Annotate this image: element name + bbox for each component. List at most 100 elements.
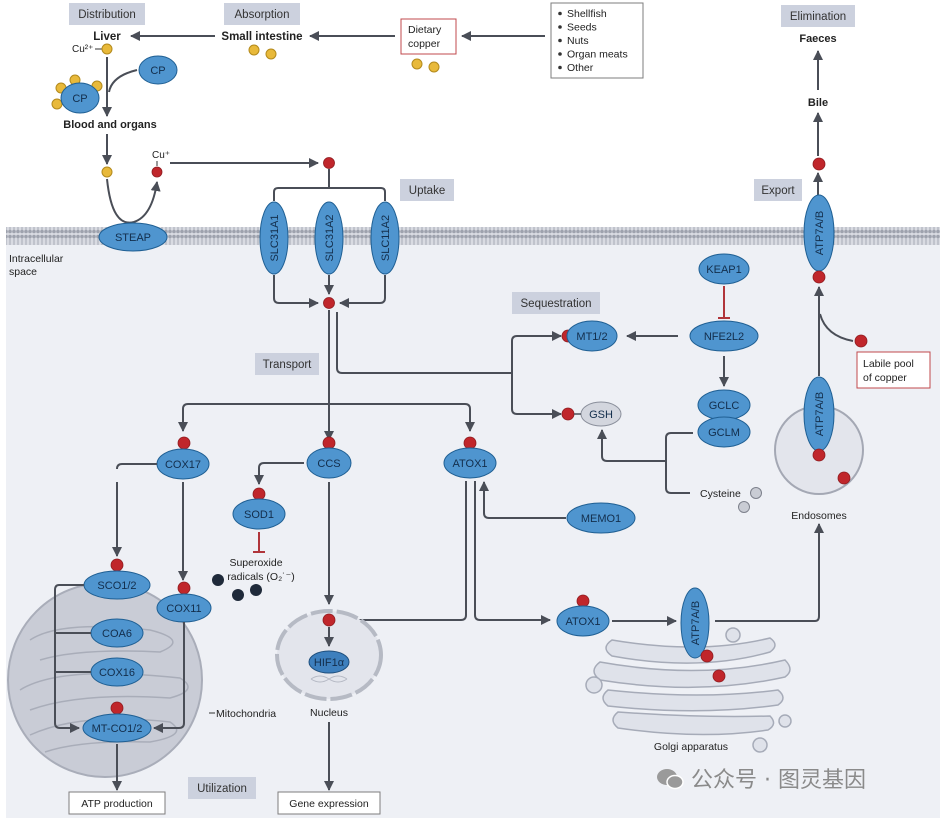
protein-gclm-label: GCLM: [708, 427, 740, 439]
cu1-ion: [463, 436, 477, 450]
cu2-ion: [51, 98, 63, 110]
arrow-cox11-to-mtco: [153, 622, 185, 733]
section-utilization: [188, 777, 256, 799]
protein-nfe2l2-label: NFE2L2: [704, 331, 744, 343]
section-distribution-label: Distribution: [78, 9, 136, 21]
cu1-label: Cu⁺: [152, 150, 170, 161]
liver-label: Liver: [93, 31, 121, 43]
protein-cox17-label: COX17: [165, 459, 201, 471]
protein-cp-loaded: [60, 82, 100, 114]
dietary-copper-label-2: copper: [408, 38, 441, 50]
protein-cp: [138, 55, 178, 85]
cu1-ion: [700, 649, 714, 663]
cu1-ion: [812, 157, 826, 171]
atp-production-label: ATP production: [81, 798, 153, 810]
labile-pool-box: [856, 351, 931, 389]
arrow-to-gsh: [511, 373, 562, 419]
protein-mtco12-label: MT-CO1/2: [92, 723, 143, 735]
protein-sco12-label: SCO1/2: [97, 580, 136, 592]
cu2-ion: [411, 58, 423, 70]
cu2-label: Cu²⁺: [72, 44, 93, 55]
protein-mt12: [566, 320, 618, 352]
gene-expression-box: [277, 791, 381, 815]
cu1-ion: [576, 594, 590, 608]
atp-production-box: [68, 791, 166, 815]
food-source-item: Organ meats: [567, 49, 628, 61]
arrow-sco-to-mtco: [54, 584, 84, 733]
section-sequestration-label: Sequestration: [521, 298, 592, 310]
cu1-ion: [561, 407, 575, 421]
cu1-ion: [110, 558, 124, 572]
superoxide-label-2: radicals (O₂˙⁻): [227, 571, 294, 583]
watermark: 公众号 · 图灵基因: [656, 762, 866, 794]
golgi-label: Golgi apparatus: [654, 741, 728, 753]
protein-coa6-label: COA6: [102, 628, 132, 640]
cu1-ion: [812, 448, 826, 462]
labile-pool-label-1: Labile pool: [863, 358, 914, 370]
mitochondria-label: Mitochondria: [216, 708, 276, 720]
transporter-slc31a1-label: SLC31A1: [269, 214, 281, 261]
steap-reduction-arc: [106, 178, 161, 224]
uptake-bracket: [273, 187, 386, 201]
bullet-icon: [558, 52, 562, 56]
cu2-ion: [265, 48, 277, 60]
arrow-slc11a2-in: [339, 275, 386, 308]
section-transport-label: Transport: [263, 359, 313, 371]
arrow-to-mt12: [511, 331, 562, 373]
endosomes-label: Endosomes: [791, 510, 846, 522]
cu2-ion: [248, 44, 260, 56]
protein-hif1a-label: HIF1α: [314, 657, 345, 669]
transporter-slc31a2: [314, 201, 344, 275]
cell-membrane: [6, 227, 940, 245]
section-elimination: [781, 5, 855, 27]
cu1-ion: [151, 166, 163, 178]
watermark-text: 公众号 · 图灵基因: [691, 768, 866, 793]
faeces-label: Faeces: [799, 33, 836, 45]
protein-ccs-label: CCS: [317, 458, 340, 470]
protein-memo1-label: MEMO1: [581, 513, 621, 525]
protein-atox1-golgi-label: ATOX1: [565, 616, 600, 628]
cu2-ion: [428, 61, 440, 73]
cu1-ion: [177, 436, 191, 450]
food-source-item: Nuts: [567, 35, 589, 47]
bile-label: Bile: [808, 97, 828, 109]
transporter-atp7ab-golgi-label: ATP7A/B: [690, 601, 702, 645]
section-absorption-label: Absorption: [235, 9, 290, 21]
trunk-to-sequestration: [336, 312, 512, 374]
golgi-apparatus: [585, 627, 792, 753]
arrow-to-gsh-synthesis: [597, 429, 666, 462]
transporter-atp7ab-endosome-label: ATP7A/B: [814, 392, 826, 436]
superoxide-radical: [212, 574, 224, 586]
cysteine-molecule: [750, 487, 762, 499]
protein-keap1: [698, 253, 750, 285]
cysteine-label: Cysteine: [700, 488, 741, 500]
protein-sod1-label: SOD1: [244, 509, 274, 521]
cu1-ion: [837, 471, 851, 485]
gene-expression-label: Gene expression: [289, 798, 369, 810]
section-uptake: [400, 179, 454, 201]
food-source-item: Seeds: [567, 22, 597, 34]
dietary-copper-box: [400, 18, 457, 55]
protein-steap: [98, 222, 168, 252]
bullet-icon: [558, 11, 562, 16]
transporter-atp7ab-membrane-label: ATP7A/B: [814, 211, 826, 255]
gsh-synthesis-bracket: [665, 432, 693, 494]
arrow-ccs-to-sod1: [254, 462, 304, 485]
section-uptake-label: Uptake: [409, 185, 445, 197]
protein-hif1a: [308, 650, 350, 674]
transporter-slc11a2: [370, 201, 400, 275]
food-sources-box: [550, 2, 644, 79]
arrow-golgi-to-endosome: [715, 523, 824, 622]
section-utilization-label: Utilization: [197, 783, 247, 795]
bullet-icon: [558, 38, 562, 43]
protein-cox11-label: COX11: [166, 603, 201, 615]
superoxide-radical: [232, 589, 244, 601]
cu1-ion: [177, 581, 191, 595]
arrow-atox1-to-nucleus: [342, 481, 467, 625]
blood-and-organs-label: Blood and organs: [63, 119, 157, 131]
branch-to-atox1: [329, 403, 475, 432]
branch-to-cox17: [178, 403, 329, 432]
cp-join-line: [108, 69, 138, 93]
